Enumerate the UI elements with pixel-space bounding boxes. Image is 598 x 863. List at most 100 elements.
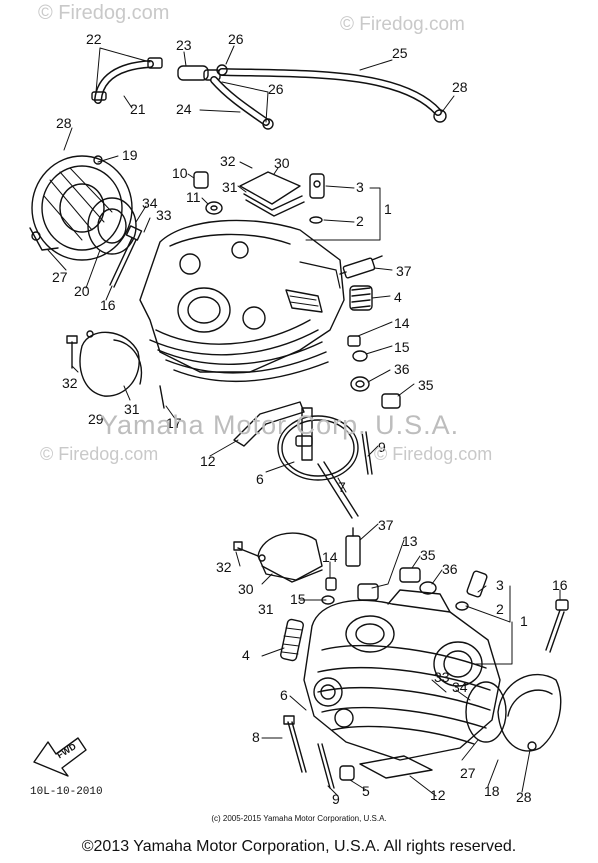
callout-11: 11 — [186, 189, 201, 205]
nut-13-35-36-lower — [357, 567, 437, 601]
watermark-mid-right: © Firedog.com — [374, 444, 493, 464]
callout-22: 22 — [86, 31, 102, 47]
callout-15-lower: 15 — [290, 591, 306, 607]
bolt-16-lower — [545, 599, 569, 653]
watermark-mid-left: © Firedog.com — [40, 444, 159, 464]
callout-29: 29 — [88, 411, 104, 427]
copyright-main: ©2013 Yamaha Motor Corporation, U.S.A. A… — [81, 838, 517, 855]
callout-19: 19 — [122, 147, 138, 163]
callout-6-upper: 6 — [256, 471, 264, 487]
spring-4-lower — [280, 618, 304, 662]
valve-cover-30-lower — [257, 532, 323, 583]
breather-pipe-25 — [216, 64, 447, 123]
callout-33-lower: 33 — [434, 669, 450, 685]
callout-16-lower: 16 — [552, 577, 568, 593]
cap-bolt-30-top — [239, 171, 305, 217]
upper-cylinder-head — [139, 219, 345, 382]
callout-32-lower: 32 — [216, 559, 232, 575]
spark-plug-37-lower — [345, 527, 361, 567]
watermark-top-right: © Firedog.com — [340, 14, 465, 35]
callout-37-upper: 37 — [396, 263, 412, 279]
leader-lines — [47, 45, 561, 797]
seal-36-upper — [350, 376, 370, 392]
callout-30-lower: 30 — [238, 581, 254, 597]
callout-36-lower: 36 — [442, 561, 458, 577]
joint-hose-24 — [177, 65, 274, 130]
callout-15-upper: 15 — [394, 339, 410, 355]
bolt-32-upper-left — [66, 335, 78, 369]
spring-4-upper — [349, 285, 373, 311]
callout-33-upper: 33 — [156, 207, 172, 223]
callout-28-lower: 28 — [516, 789, 532, 805]
callout-14-upper: 14 — [394, 315, 410, 331]
callout-27-lower: 27 — [460, 765, 476, 781]
callout-7: 7 — [338, 479, 346, 495]
callout-20: 20 — [74, 283, 90, 299]
watermark-top-left: © Firedog.com — [38, 2, 170, 24]
callout-21: 21 — [130, 101, 146, 117]
bolt-16 — [109, 225, 143, 288]
callout-25: 25 — [392, 45, 408, 61]
stud-9-upper — [361, 431, 373, 475]
callout-34-upper: 34 — [142, 195, 158, 211]
callout-31-lower: 31 — [258, 601, 274, 617]
stud-8 — [283, 715, 307, 773]
callout-36-upper: 36 — [394, 361, 410, 377]
callout-17: 17 — [166, 415, 182, 431]
cylinder-head-exploded-diagram: FWD — [29, 31, 569, 807]
side-cover-18 — [497, 673, 562, 752]
spark-plug-37-upper — [339, 255, 383, 279]
cover-29 — [79, 330, 142, 397]
callout-3-lower: 3 — [496, 577, 504, 593]
callout-18: 18 — [484, 783, 500, 799]
bolt-32-lower — [233, 541, 259, 557]
callout-26-right: 26 — [268, 81, 284, 97]
callout-9-upper: 9 — [378, 439, 386, 455]
fwd-label: FWD — [55, 741, 78, 761]
callout-1-upper: 1 — [384, 201, 392, 217]
callout-2-lower: 2 — [496, 601, 504, 617]
rocker-3-lower — [455, 570, 488, 611]
callout-10: 10 — [172, 165, 188, 181]
nut-35-upper — [381, 393, 401, 409]
stud-9-lower — [317, 743, 335, 789]
callout-2-upper: 2 — [356, 213, 364, 229]
lower-cylinder-head — [303, 589, 501, 761]
bolt-17 — [159, 385, 165, 409]
callout-26-top: 26 — [228, 31, 244, 47]
callout-31-left: 31 — [124, 401, 140, 417]
callout-24: 24 — [176, 101, 192, 117]
callout-27-upper: 27 — [52, 269, 68, 285]
gasket-12-upper — [233, 401, 305, 447]
washer-11 — [205, 201, 223, 215]
callout-14-lower: 14 — [322, 549, 338, 565]
callout-30-upper: 30 — [274, 155, 290, 171]
callout-1-lower: 1 — [520, 613, 528, 629]
copyright-small: (c) 2005-2015 Yamaha Motor Corporation, … — [211, 814, 387, 823]
callout-32-left: 32 — [62, 375, 78, 391]
gasket-27-lower — [465, 681, 507, 743]
side-cover-19 — [29, 155, 133, 261]
callout-28-left: 28 — [56, 115, 72, 131]
diagram-reference-code: 10L-10-2010 — [30, 786, 103, 798]
callout-8: 8 — [252, 729, 260, 745]
collar-5 — [339, 765, 355, 781]
callout-5: 5 — [362, 783, 370, 799]
callout-12-upper: 12 — [200, 453, 216, 469]
fwd-arrow-icon — [33, 737, 87, 777]
callout-23: 23 — [176, 37, 192, 53]
callout-37-lower: 37 — [378, 517, 394, 533]
callout-31-upper: 31 — [222, 179, 238, 195]
breather-hose-21 — [91, 57, 163, 104]
callout-4-lower: 4 — [242, 647, 250, 663]
callout-6-lower: 6 — [280, 687, 288, 703]
callout-4-upper: 4 — [394, 289, 402, 305]
watermark-center: Yamaha Motor Corp. U.S.A. — [100, 410, 460, 440]
callout-35-lower: 35 — [420, 547, 436, 563]
callout-16-upper: 16 — [100, 297, 116, 313]
gasket-20 — [87, 197, 137, 255]
part-callouts: 22 23 26 25 26 21 24 28 28 19 10 32 30 3… — [52, 31, 568, 807]
small-parts-14-15-upper — [347, 335, 368, 362]
callout-32-upper: 32 — [220, 153, 236, 169]
